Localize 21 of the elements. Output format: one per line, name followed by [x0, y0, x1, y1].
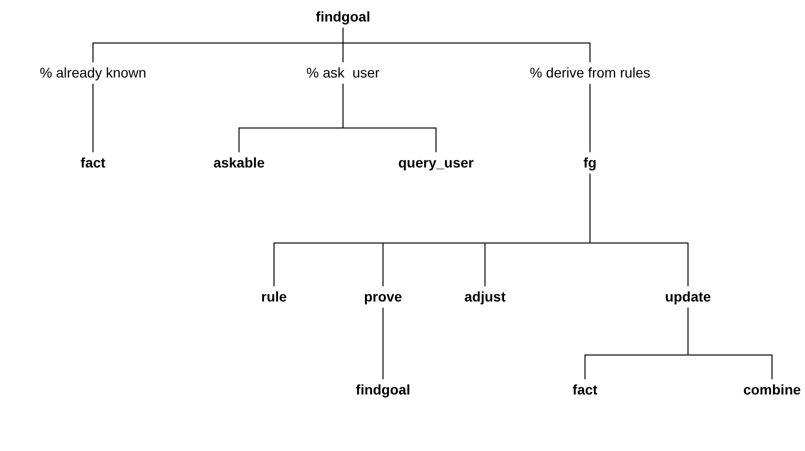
tree-connector	[92, 83, 94, 153]
predicate-label: prove	[364, 288, 402, 304]
tree-connector	[342, 83, 436, 153]
predicate-label: fact	[80, 154, 106, 170]
predicate-label: fg	[583, 154, 597, 170]
comment-label: % derive from rules	[530, 64, 650, 80]
predicate-label: update	[665, 288, 711, 304]
predicate-label: query_user	[398, 154, 474, 170]
predicate-label: rule	[261, 288, 287, 304]
comment-label: % ask user	[306, 64, 380, 80]
predicate-label: askable	[213, 154, 265, 170]
predicate-label: combine	[743, 381, 801, 398]
tree-connector	[382, 307, 384, 380]
predicate-label: adjust	[464, 288, 506, 304]
predicate-label: fact	[572, 381, 598, 398]
tree-connector	[590, 173, 688, 287]
predicate-label: findgoal	[316, 8, 370, 24]
tree-connector	[342, 27, 590, 63]
predicate-label: findgoal	[356, 381, 410, 398]
tree-connector	[688, 307, 772, 380]
comment-label: % already known	[40, 64, 146, 80]
